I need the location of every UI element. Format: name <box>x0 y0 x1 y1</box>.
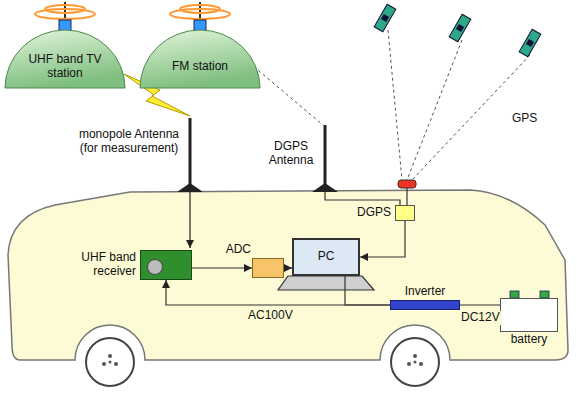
cable-connector <box>460 304 500 305</box>
illustration-part <box>180 5 220 13</box>
receiver-box: UHF band receiver <box>140 250 192 280</box>
cable-connector <box>360 221 405 257</box>
antenna-label: monopole Antenna (for measurement) <box>76 128 182 156</box>
fm-tower <box>170 2 230 32</box>
antenna-feed <box>189 192 190 248</box>
dgps-box: DGPS <box>395 205 415 221</box>
illustration-part <box>407 40 462 180</box>
laptop-base <box>278 276 374 290</box>
illustration-part <box>407 362 411 366</box>
node-label: DGPS <box>351 206 391 220</box>
illustration-part <box>413 354 417 358</box>
tv-tower <box>35 2 95 32</box>
dome-shape <box>5 30 125 88</box>
monopole-antenna <box>177 118 203 192</box>
node-label: PC <box>296 250 356 264</box>
cable-connector <box>345 276 390 305</box>
illustration-part <box>381 14 389 22</box>
illustration-part <box>374 4 396 32</box>
edge-label: AC100V <box>246 309 295 323</box>
adc-box: ADC <box>252 258 284 278</box>
antenna-cable <box>325 192 400 205</box>
illustration-part <box>324 125 327 186</box>
node-label: UHF band TV station <box>23 37 107 81</box>
illustration-part <box>108 354 112 358</box>
illustration-part <box>45 5 85 13</box>
illustration-part <box>526 39 534 47</box>
illustration-part <box>102 362 106 366</box>
illustration-part <box>177 183 203 192</box>
cable-connector <box>284 267 292 268</box>
cable-connector <box>192 267 252 268</box>
illustration-part <box>312 183 338 192</box>
fm-station-dome: FM station <box>140 30 260 88</box>
dgps-antenna <box>312 125 338 192</box>
illustration-part <box>86 338 134 386</box>
node-label: FM station <box>155 44 245 74</box>
car-body <box>8 190 568 360</box>
node-label: UHF band receiver <box>76 251 136 279</box>
cable-connector <box>166 280 390 305</box>
node-label: battery <box>511 333 548 347</box>
illustration-part <box>388 30 402 180</box>
front-wheel <box>391 338 439 386</box>
antenna-label: DGPS Antenna <box>264 140 318 168</box>
battery-terminal <box>540 291 549 298</box>
laptop-screen: PC <box>292 238 360 276</box>
inverter-box: Inverter <box>390 300 460 310</box>
node-label: ADC <box>226 243 251 257</box>
illustration-part <box>519 29 541 57</box>
receiver-dial <box>147 259 163 275</box>
gps-cable <box>406 188 407 205</box>
rear-wheel <box>86 338 134 386</box>
illustration-part <box>414 361 417 364</box>
edge-label: DC12V <box>459 311 502 325</box>
signal-lines <box>240 30 530 180</box>
illustration-part <box>456 24 464 32</box>
battery-terminal <box>510 291 519 298</box>
illustration-part <box>419 362 423 366</box>
dome-shape <box>140 30 260 88</box>
satellite <box>374 4 396 32</box>
battery-box: battery <box>500 298 558 332</box>
satellite <box>519 29 541 57</box>
illustration-part <box>391 338 439 386</box>
illustration-part <box>189 118 192 186</box>
dome-outline <box>140 30 260 88</box>
illustration-part <box>109 361 112 364</box>
illustration-part <box>449 14 471 42</box>
gps-label: GPS <box>512 112 552 126</box>
gps-receiver-dome <box>398 180 416 188</box>
satellite <box>449 14 471 42</box>
illustration-part <box>114 362 118 366</box>
node-label: Inverter <box>405 285 446 299</box>
tv-station-dome: UHF band TV station <box>5 30 125 88</box>
